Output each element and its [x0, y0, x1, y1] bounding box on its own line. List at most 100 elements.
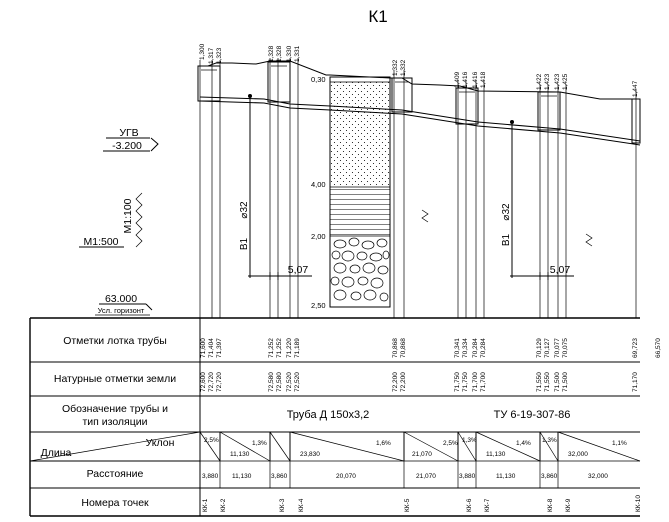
tray-mark: 70,075 [562, 338, 569, 358]
depth-label: 1,425 [562, 73, 569, 90]
dimension-left-label: 5,07 [288, 264, 309, 276]
distance-value: 3,860 [271, 473, 288, 480]
pipe-label-b1-right: В1 [501, 233, 512, 246]
slope-value: 1,4% [516, 440, 531, 447]
row-label-slope: Уклон [146, 437, 175, 449]
soil-column: 0,30 4,00 2,00 2,50 [311, 75, 391, 310]
soil-depth-2: 4,00 [311, 180, 326, 189]
ground-mark: 72,580 [268, 372, 275, 392]
distance-value: 21,070 [416, 473, 436, 480]
distance-value: 32,000 [588, 473, 608, 480]
horizontal-scale-text: М1:500 [83, 236, 118, 248]
depth-labels: 1,300 1,317 1,323 1,328 1,328 1,330 1,33… [199, 43, 639, 97]
ground-mark: 71,550 [536, 372, 543, 392]
depth-label: 1,409 [454, 71, 461, 88]
tray-mark: 71,189 [294, 338, 301, 358]
tray-mark: 71,252 [276, 338, 283, 358]
row-label-length: Длина [41, 447, 72, 459]
slope-value: 1,1% [612, 440, 627, 447]
vertical-scale-text: М1:100 [122, 198, 134, 233]
depth-label: 1,328 [268, 45, 275, 62]
slope-value: 2,5% [443, 440, 458, 447]
tray-mark: 70,341 [454, 338, 461, 358]
sheet-title: К1 [368, 7, 387, 26]
projection-lines [199, 58, 637, 318]
tray-mark: 70,127 [544, 338, 551, 358]
point-label: КК-7 [484, 498, 491, 512]
pipe-label-left: В1 ⌀32 [239, 94, 252, 278]
tray-mark: 70,284 [472, 338, 479, 358]
point-label: КК-3 [279, 498, 286, 512]
depth-label: 1,317 [208, 47, 215, 64]
depth-label: 1,328 [276, 45, 283, 62]
point-label: КК-5 [404, 498, 411, 512]
pipe-line [199, 96, 641, 146]
pipe-label-d32-left: ⌀32 [239, 201, 250, 219]
depth-label: 1,418 [480, 71, 487, 88]
ground-mark: 71,700 [472, 372, 479, 392]
depth-label: 1,300 [199, 43, 206, 60]
slope-value: 1,3% [542, 437, 557, 444]
datum-marker: 63.000 Усл. горизонт [95, 293, 153, 316]
row-label-pipe-1: Обозначение трубы и [62, 403, 168, 415]
point-label: КК-2 [220, 498, 227, 512]
length-value: 11,130 [486, 451, 506, 458]
depth-label: 1,416 [472, 71, 479, 88]
row-label-pipe-2: тип изоляции [82, 416, 147, 428]
dimension-left: 5,07 [248, 264, 312, 280]
tray-marks: 71,600 71,404 71,397 71,252 71,252 71,22… [200, 338, 662, 358]
ground-mark: 72,580 [276, 372, 283, 392]
ground-marks: 72,600 72,720 72,720 72,580 72,580 72,52… [200, 372, 639, 392]
point-label: КК-1 [202, 498, 209, 512]
distance-value: 20,070 [336, 473, 356, 480]
row-label-ground: Натурные отметки земли [54, 373, 176, 385]
ground-mark: 71,550 [544, 372, 551, 392]
ground-mark: 71,500 [554, 372, 561, 392]
distance-row: 3,880 11,130 3,860 20,070 21,070 3,880 1… [202, 461, 608, 488]
depth-label: 1,416 [462, 71, 469, 88]
manhole-1 [197, 65, 221, 102]
point-label: КК-9 [565, 498, 572, 512]
length-value: 32,000 [568, 451, 588, 458]
ground-mark: 71,170 [632, 372, 639, 392]
distance-value: 3,880 [202, 473, 219, 480]
depth-label: 1,422 [536, 73, 543, 90]
ugv-label: УГВ [119, 127, 138, 139]
ground-mark: 71,750 [454, 372, 461, 392]
row-label-points: Номера точек [81, 497, 149, 509]
tray-mark: 70,129 [536, 338, 543, 358]
slope-value: 1,3% [462, 437, 477, 444]
slope-value: 1,3% [252, 440, 267, 447]
point-label: КК-4 [298, 498, 305, 512]
depth-label: 1,323 [216, 47, 223, 64]
manhole-3 [267, 61, 291, 103]
ground-mark: 71,500 [562, 372, 569, 392]
soil-depth-3: 2,00 [311, 232, 326, 241]
horizontal-scale-note: М1:500 [79, 236, 124, 248]
tray-mark: 66,570 [655, 338, 662, 358]
distance-value: 3,860 [541, 473, 558, 480]
point-label: КК-10 [635, 495, 642, 512]
manhole-5 [391, 77, 413, 113]
length-value: 23,830 [300, 451, 320, 458]
depth-label: 1,423 [544, 73, 551, 90]
distance-value: 3,880 [459, 473, 476, 480]
slope-value: 1,6% [376, 440, 391, 447]
ground-mark: 72,720 [216, 372, 223, 392]
tray-mark: 70,868 [400, 338, 407, 358]
groundwater-level-marker: УГВ -3.200 [103, 127, 159, 152]
pipe-designation: Труба Д 150х3,2 [287, 409, 370, 421]
profile-table: Отметки лотка трубы Натурные отметки зем… [29, 317, 640, 517]
tray-mark: 71,252 [268, 338, 275, 358]
depth-label: 1,423 [554, 73, 561, 90]
tray-mark: 70,334 [462, 338, 469, 358]
tray-mark: 71,600 [200, 338, 207, 358]
depth-label: 1,330 [286, 45, 293, 62]
length-value: 11,130 [230, 451, 250, 458]
tray-mark: 70,077 [554, 338, 561, 358]
dimension-right: 5,07 [510, 264, 574, 280]
point-label: КК-8 [547, 498, 554, 512]
manhole-6 [455, 87, 479, 125]
pipe-spec: ТУ 6-19-307-86 [494, 409, 571, 421]
